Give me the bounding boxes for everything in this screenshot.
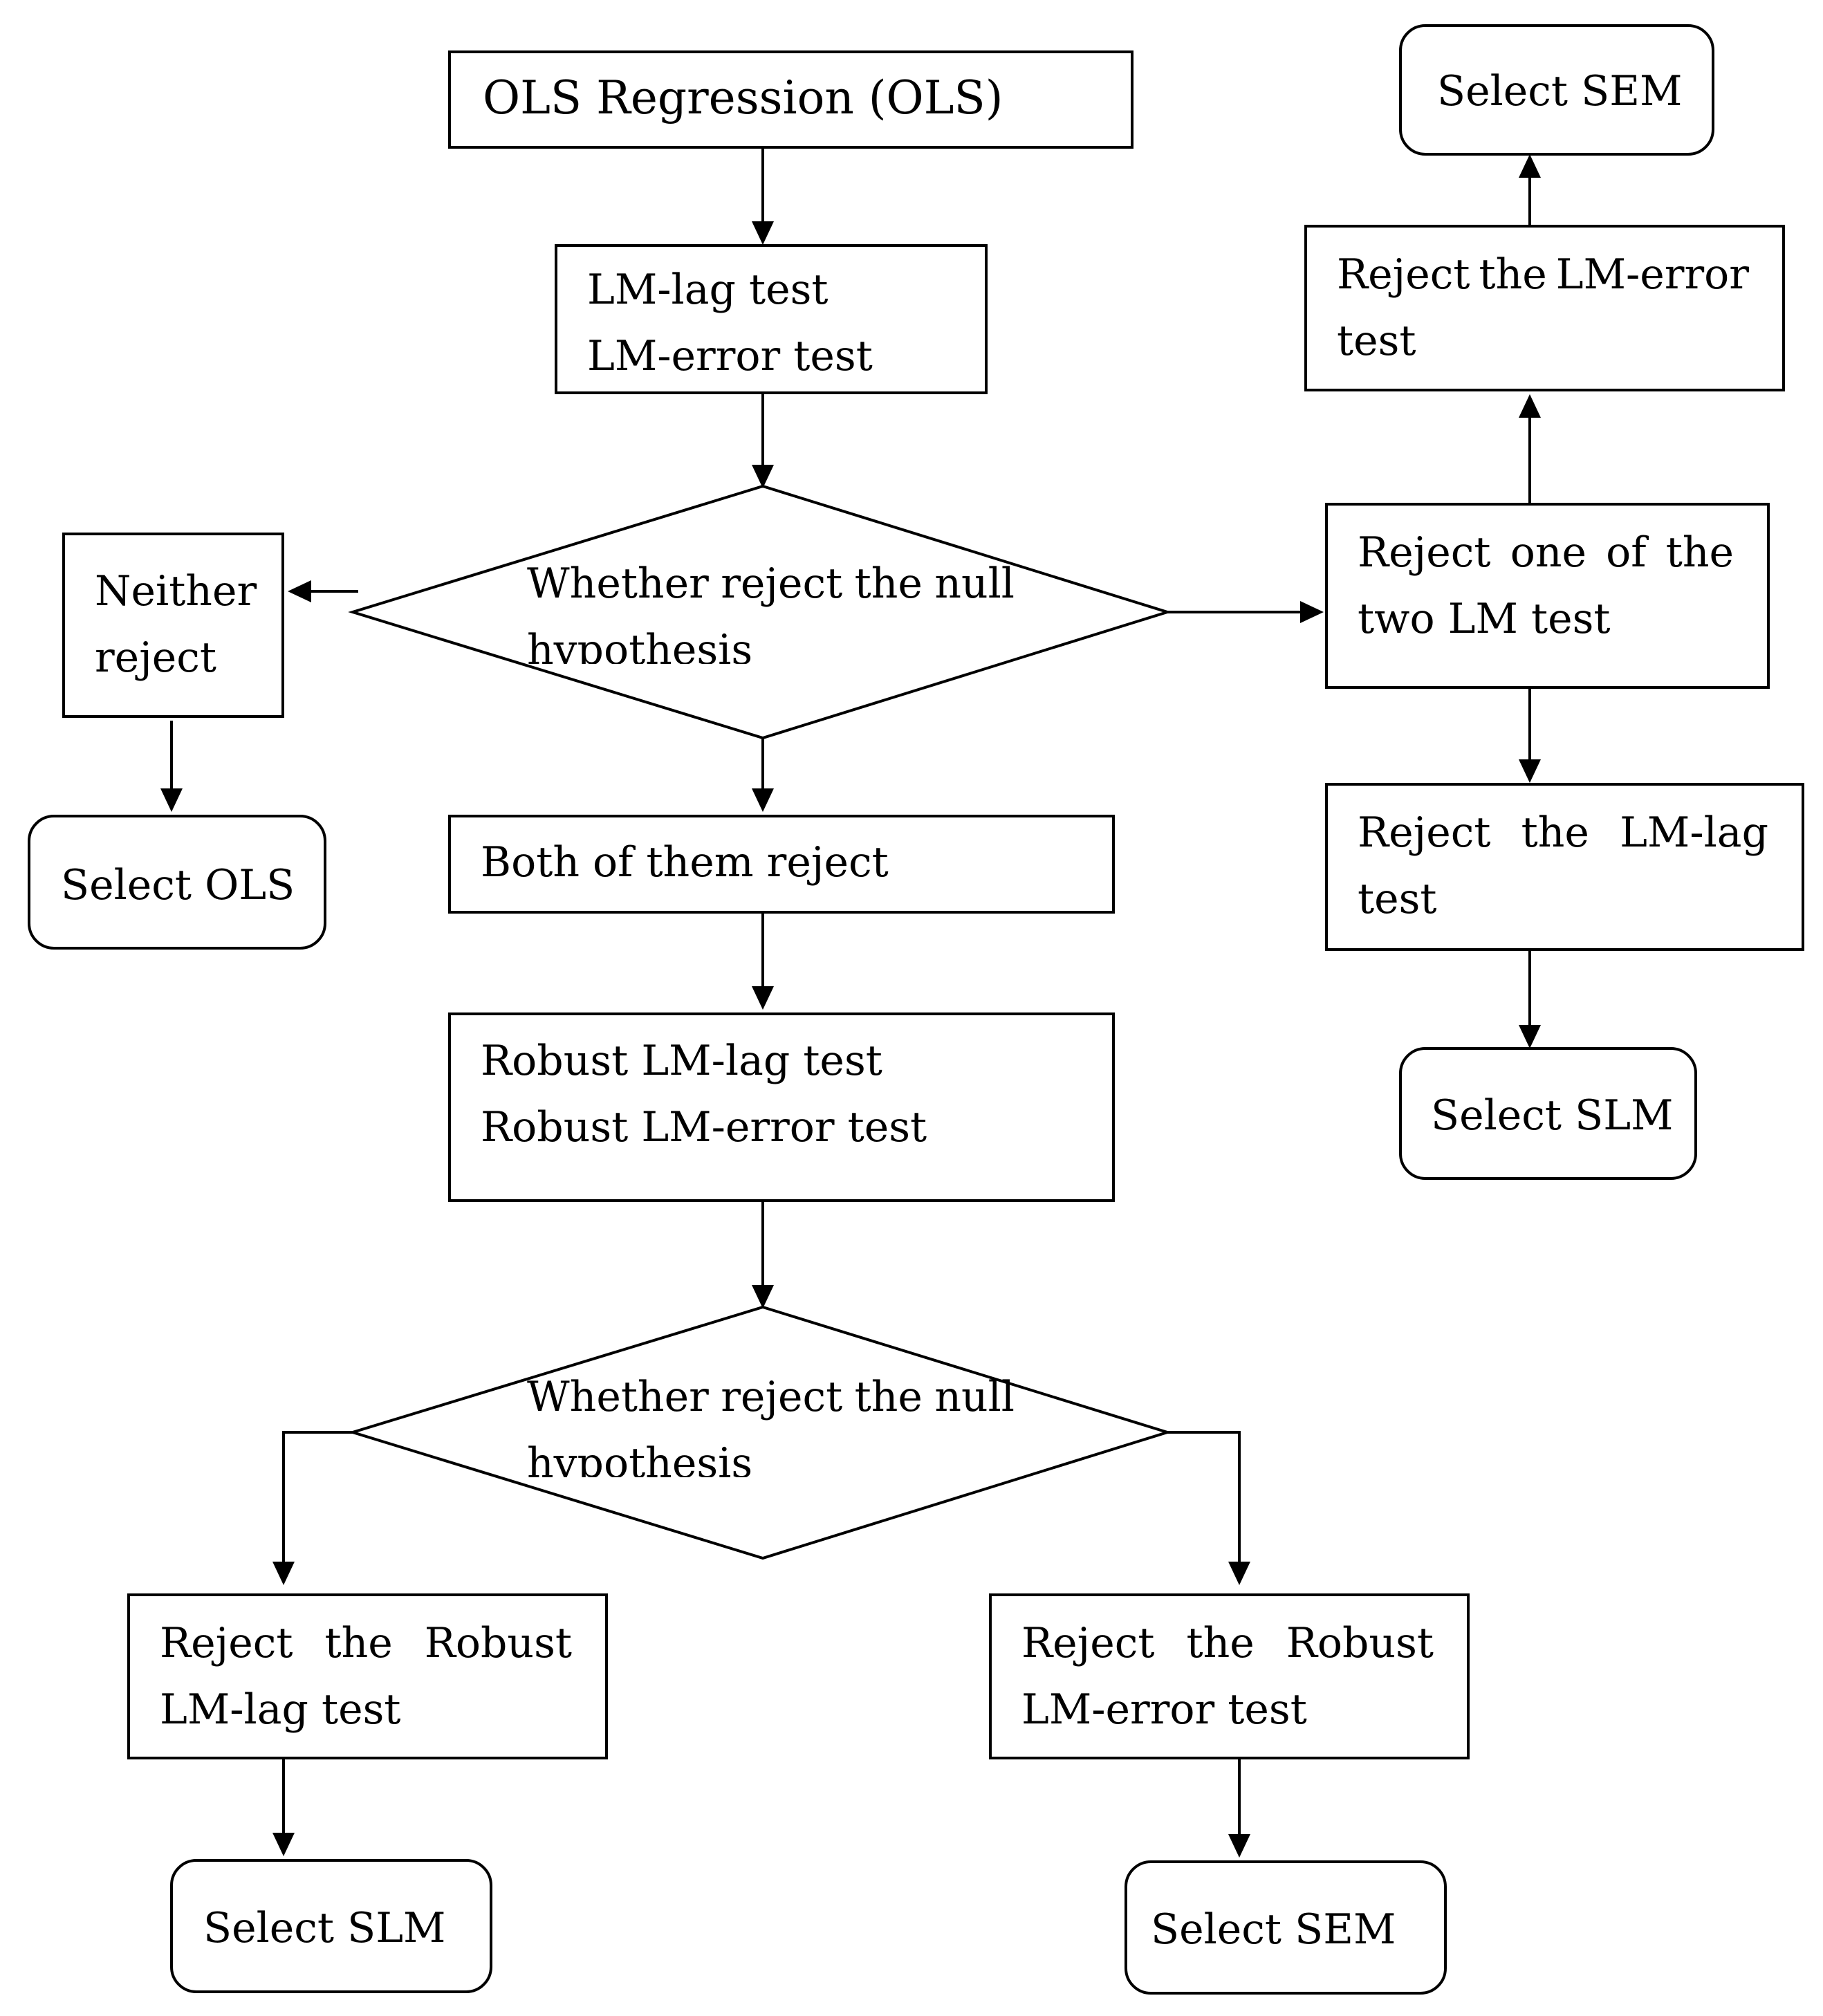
decision1-word-3: the: [854, 560, 923, 608]
edge-decision2-to-reject-robust-lag: [272, 1431, 353, 1585]
reject-lm-lag-word-2: the: [1521, 808, 1589, 857]
decision1-line1: Whether reject the null: [527, 551, 1015, 617]
reject-lm-error-word-2: the: [1479, 250, 1547, 299]
decision1-word-4: null: [934, 560, 1015, 608]
node-lm-tests-line2: LM-error test: [587, 332, 873, 380]
decision2-word-2: reject: [721, 1373, 843, 1421]
reject-lm-error-word-1: Reject: [1337, 250, 1470, 299]
node-reject-lm-lag-line2: test: [1358, 875, 1437, 923]
reject-lm-lag-word-1: Reject: [1358, 808, 1491, 857]
node-reject-robust-error: Reject the Robust LM-error test: [989, 1593, 1470, 1759]
decision2-text: Whether reject the null hypothesis: [527, 1364, 1015, 1487]
node-lm-tests: LM-lag test LM-error test: [555, 244, 988, 394]
node-reject-robust-lag-line2: LM-lag test: [160, 1685, 401, 1734]
node-reject-robust-error-line2: LM-error test: [1021, 1685, 1307, 1734]
decision2-line2: hypothesis: [527, 1439, 753, 1477]
decision2-word-1: Whether: [527, 1373, 709, 1421]
reject-robust-lag-word-2: the: [324, 1619, 393, 1667]
node-select-sem-top: Select SEM: [1399, 24, 1714, 156]
node-neither-reject-line1: Neither: [95, 567, 257, 616]
edge-reject-robust-lag-to-select-slm-bottom: [272, 1758, 295, 1856]
edge-decision2-to-reject-robust-error: [1167, 1431, 1250, 1585]
edge-lm-tests-to-decision1: [752, 394, 774, 488]
node-reject-robust-lag-line1: Reject the Robust: [160, 1610, 572, 1676]
node-ols-regression-label: OLS Regression (OLS): [483, 71, 1003, 124]
edge-reject-lm-lag-to-select-slm-right: [1519, 950, 1541, 1048]
node-select-sem-top-label: Select SEM: [1437, 67, 1683, 115]
decision2-word-3: the: [854, 1373, 923, 1421]
node-ols-regression: OLS Regression (OLS): [448, 50, 1133, 149]
decision1-text: Whether reject the null hypothesis: [527, 551, 1015, 674]
node-robust-tests-line1: Robust LM-lag test: [481, 1037, 882, 1085]
reject-lm-lag-word-3: LM-lag: [1620, 808, 1768, 857]
decision1-line2: hypothesis: [527, 626, 753, 664]
edge-neither-reject-to-select-ols: [160, 721, 183, 812]
reject-robust-error-word-1: Reject: [1021, 1619, 1155, 1667]
decision1-word-1: Whether: [527, 560, 709, 608]
node-both-reject: Both of them reject: [448, 815, 1115, 914]
edge-reject-robust-error-to-select-sem-bottom: [1228, 1758, 1250, 1858]
node-select-sem-bottom-label: Select SEM: [1151, 1905, 1396, 1954]
reject-robust-error-word-2: the: [1186, 1619, 1255, 1667]
node-select-ols-label: Select OLS: [61, 861, 295, 909]
node-reject-lm-error-line1: Reject the LM-error: [1337, 241, 1749, 308]
node-reject-lm-error: Reject the LM-error test: [1304, 225, 1785, 391]
reject-one-word-3: of: [1606, 528, 1647, 577]
node-reject-robust-lag: Reject the Robust LM-lag test: [127, 1593, 608, 1759]
edge-robust-tests-to-decision2: [752, 1202, 774, 1308]
edge-decision1-to-neither-reject: [288, 580, 358, 602]
reject-robust-lag-word-3: Robust: [424, 1619, 572, 1667]
reject-one-word-1: Reject: [1358, 528, 1491, 577]
edge-both-reject-to-robust-tests: [752, 913, 774, 1010]
decision-diamond-2: [348, 1305, 1172, 1560]
node-reject-robust-error-line1: Reject the Robust: [1021, 1610, 1434, 1676]
node-reject-one: Reject one of the two LM test: [1325, 503, 1770, 689]
node-select-slm-bottom-label: Select SLM: [203, 1904, 446, 1952]
node-select-sem-bottom: Select SEM: [1125, 1860, 1447, 1995]
edge-ols-to-lm-tests: [752, 147, 774, 245]
node-both-reject-label: Both of them reject: [481, 838, 889, 887]
node-neither-reject-line2: reject: [95, 634, 217, 682]
edge-decision1-to-reject-one: [1167, 601, 1324, 623]
edge-reject-lm-error-to-select-sem-top: [1519, 154, 1541, 225]
node-reject-one-line2: two LM test: [1358, 595, 1611, 643]
node-reject-lm-lag-line1: Reject the LM-lag: [1358, 799, 1768, 866]
node-lm-tests-line1: LM-lag test: [587, 266, 829, 314]
reject-robust-lag-word-1: Reject: [160, 1619, 293, 1667]
node-select-slm-right-label: Select SLM: [1431, 1091, 1674, 1140]
node-neither-reject: Neither reject: [62, 533, 284, 718]
node-select-slm-bottom: Select SLM: [170, 1859, 492, 1993]
decision1-word-2: reject: [721, 560, 843, 608]
node-select-slm-right: Select SLM: [1399, 1047, 1697, 1180]
reject-one-word-4: the: [1665, 528, 1734, 577]
node-robust-tests: Robust LM-lag test Robust LM-error test: [448, 1012, 1115, 1202]
edge-decision1-to-both-reject: [752, 738, 774, 812]
decision2-word-4: null: [934, 1373, 1015, 1421]
node-select-ols: Select OLS: [28, 815, 326, 950]
reject-robust-error-word-3: Robust: [1286, 1619, 1434, 1667]
node-reject-one-line1: Reject one of the: [1358, 519, 1734, 586]
reject-lm-error-word-3: LM-error: [1555, 250, 1749, 299]
edge-reject-one-to-reject-lm-lag: [1519, 687, 1541, 783]
reject-one-word-2: one: [1510, 528, 1586, 577]
node-robust-tests-line2: Robust LM-error test: [481, 1103, 927, 1152]
decision2-line1: Whether reject the null: [527, 1364, 1015, 1430]
node-reject-lm-lag: Reject the LM-lag test: [1325, 783, 1804, 951]
node-reject-lm-error-line2: test: [1337, 317, 1416, 365]
edge-reject-one-to-reject-lm-error: [1519, 394, 1541, 503]
